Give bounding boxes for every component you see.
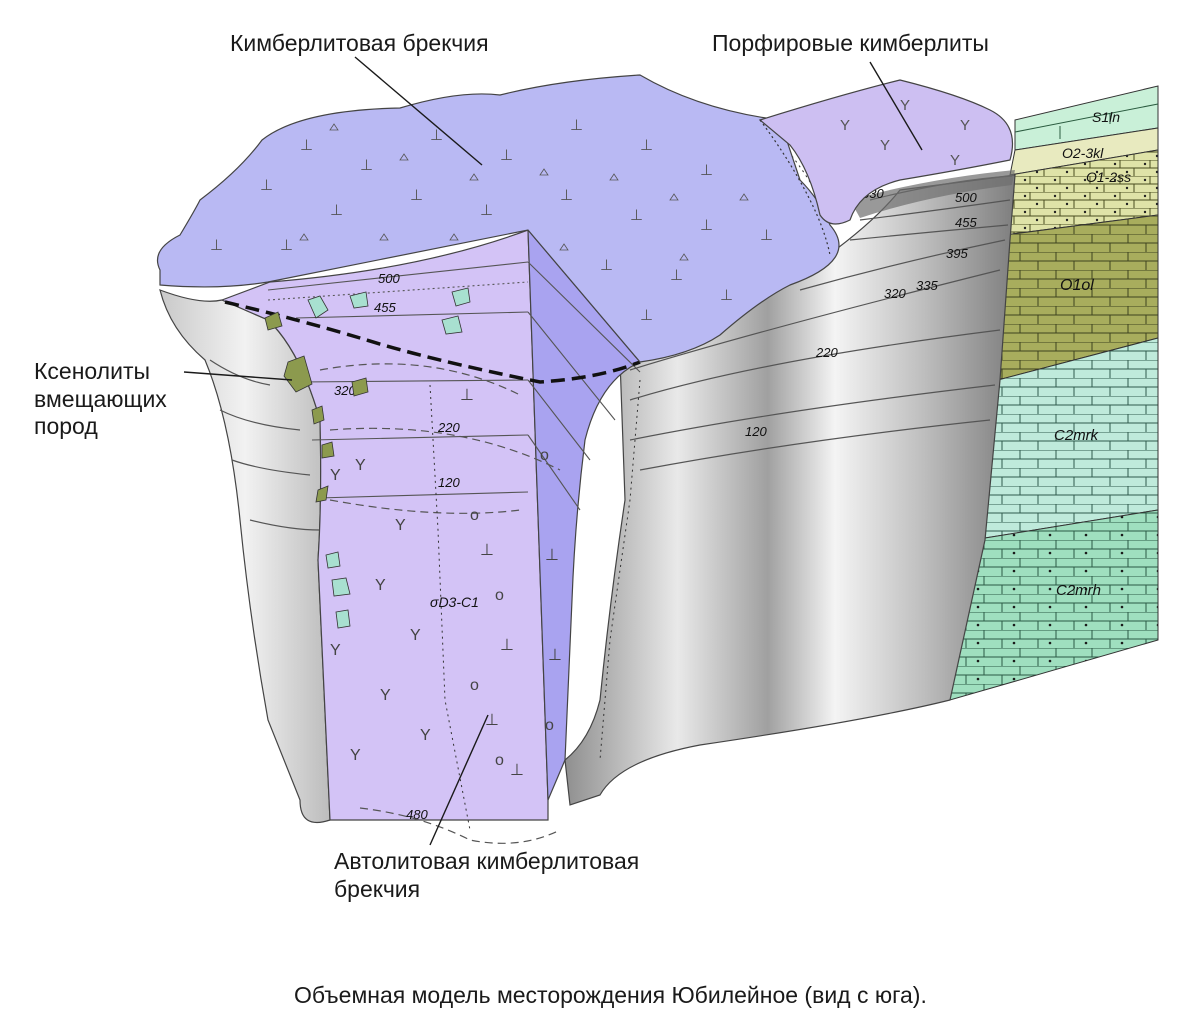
svg-text:⊥: ⊥ bbox=[210, 237, 223, 254]
strat-label: O2-3kl bbox=[1062, 145, 1104, 161]
svg-text:⊥: ⊥ bbox=[700, 162, 713, 179]
svg-text:⊥: ⊥ bbox=[300, 137, 313, 154]
host-rock-body: 530 500 455 395 335 320 220 120 bbox=[159, 170, 1016, 824]
figure-caption: Объемная модель месторождения Юбилейное … bbox=[294, 982, 927, 1008]
svg-text:⊥: ⊥ bbox=[485, 712, 499, 729]
svg-text:⊥: ⊥ bbox=[720, 287, 733, 304]
strat-label: C2mrk bbox=[1054, 427, 1100, 444]
svg-text:Y: Y bbox=[840, 117, 850, 134]
svg-text:Y: Y bbox=[880, 137, 890, 154]
strat-label: O1ol bbox=[1060, 277, 1094, 294]
age-label: σD3-C1 bbox=[430, 594, 479, 610]
top-surface: ⊥ ⊥ ⊥ ⊥ ⊥ ⊥ ⊥ ⊥ ⊥ ⊥ ⊥ ⊥ ⊥ ⊥ ⊥ ⊥ ⊥ ⊥ ⊥ ⊥ ⊥ Y Y Y Y Y bbox=[156, 74, 1014, 363]
svg-text:⊥: ⊥ bbox=[480, 202, 493, 219]
depth-mark: 120 bbox=[438, 475, 460, 490]
svg-text:⊥: ⊥ bbox=[360, 157, 373, 174]
svg-text:⊥: ⊥ bbox=[500, 147, 513, 164]
depth-mark: 500 bbox=[378, 271, 400, 286]
svg-text:⊥: ⊥ bbox=[700, 217, 713, 234]
svg-text:⊥: ⊥ bbox=[430, 127, 443, 144]
svg-text:Y: Y bbox=[900, 97, 910, 114]
autolith-breccia-label-line: брекчия bbox=[334, 875, 421, 902]
svg-text:⊥: ⊥ bbox=[410, 187, 423, 204]
xenoliths-label-line: пород bbox=[34, 413, 98, 440]
depth-mark: 455 bbox=[374, 300, 396, 315]
svg-text:⊥: ⊥ bbox=[500, 637, 514, 654]
svg-text:Y: Y bbox=[950, 152, 960, 169]
svg-text:⊥: ⊥ bbox=[640, 307, 653, 324]
strat-label: O1-2ss bbox=[1086, 169, 1131, 185]
porphyry-kimberlites-label: Порфировые кимберлиты bbox=[712, 30, 989, 56]
svg-text:o: o bbox=[540, 447, 549, 464]
svg-text:⊥: ⊥ bbox=[670, 267, 683, 284]
svg-text:⊥: ⊥ bbox=[640, 137, 653, 154]
svg-text:o: o bbox=[495, 752, 504, 769]
depth-mark: 120 bbox=[745, 424, 767, 439]
strat-label: C2mrh bbox=[1056, 582, 1101, 599]
strat-label: S1ln bbox=[1092, 109, 1120, 125]
svg-text:o: o bbox=[545, 717, 554, 734]
svg-text:⊥: ⊥ bbox=[280, 237, 293, 254]
xenoliths-label-line: Ксенолиты bbox=[34, 358, 151, 384]
depth-mark: 220 bbox=[815, 345, 838, 360]
svg-text:Y: Y bbox=[420, 727, 431, 744]
svg-text:⊥: ⊥ bbox=[760, 227, 773, 244]
svg-text:⊥: ⊥ bbox=[260, 177, 273, 194]
leader-lines bbox=[183, 56, 923, 846]
svg-text:⊥: ⊥ bbox=[548, 647, 562, 664]
svg-text:⊥: ⊥ bbox=[560, 187, 573, 204]
svg-text:⊥: ⊥ bbox=[480, 542, 494, 559]
svg-text:Y: Y bbox=[375, 577, 386, 594]
svg-text:⊥: ⊥ bbox=[330, 202, 343, 219]
svg-text:Y: Y bbox=[395, 517, 406, 534]
svg-text:⊥: ⊥ bbox=[570, 117, 583, 134]
depth-mark: 220 bbox=[437, 420, 460, 435]
svg-text:Y: Y bbox=[330, 642, 341, 659]
svg-text:Y: Y bbox=[380, 687, 391, 704]
svg-text:o: o bbox=[495, 587, 504, 604]
svg-text:Y: Y bbox=[350, 747, 361, 764]
svg-text:⊥: ⊥ bbox=[545, 547, 559, 564]
strat-column: S1ln O2-3kl O1-2ss O1ol C2mrk C2mrh bbox=[949, 85, 1159, 701]
xenoliths-label-line: вмещающих bbox=[34, 385, 167, 412]
xenoliths-label: Ксенолиты вмещающих пород bbox=[34, 358, 167, 441]
depth-mark: 335 bbox=[916, 278, 938, 293]
kimberlite-breccia-label: Кимберлитовая брекчия bbox=[230, 30, 489, 56]
depth-mark: 395 bbox=[946, 246, 968, 261]
svg-text:⊥: ⊥ bbox=[510, 762, 524, 779]
svg-text:Y: Y bbox=[410, 627, 421, 644]
svg-text:Y: Y bbox=[355, 457, 366, 474]
svg-text:o: o bbox=[470, 507, 479, 524]
depth-mark: 320 bbox=[884, 286, 906, 301]
cut-away-faces: 500 455 320 220 120 480 σD3-C1 bbox=[220, 119, 826, 844]
depth-mark: 320 bbox=[334, 383, 356, 398]
depth-mark: 500 bbox=[955, 190, 977, 205]
svg-text:⊥: ⊥ bbox=[630, 207, 643, 224]
svg-text:Y: Y bbox=[330, 467, 341, 484]
autolith-breccia-label: Автолитовая кимберлитовая брекчия bbox=[334, 848, 639, 903]
svg-text:⊥: ⊥ bbox=[460, 387, 474, 404]
depth-mark: 455 bbox=[955, 215, 977, 230]
autolith-breccia-label-line: Автолитовая кимберлитовая bbox=[334, 848, 640, 874]
svg-text:Y: Y bbox=[960, 117, 970, 134]
svg-text:⊥: ⊥ bbox=[600, 257, 613, 274]
svg-text:o: o bbox=[470, 677, 479, 694]
